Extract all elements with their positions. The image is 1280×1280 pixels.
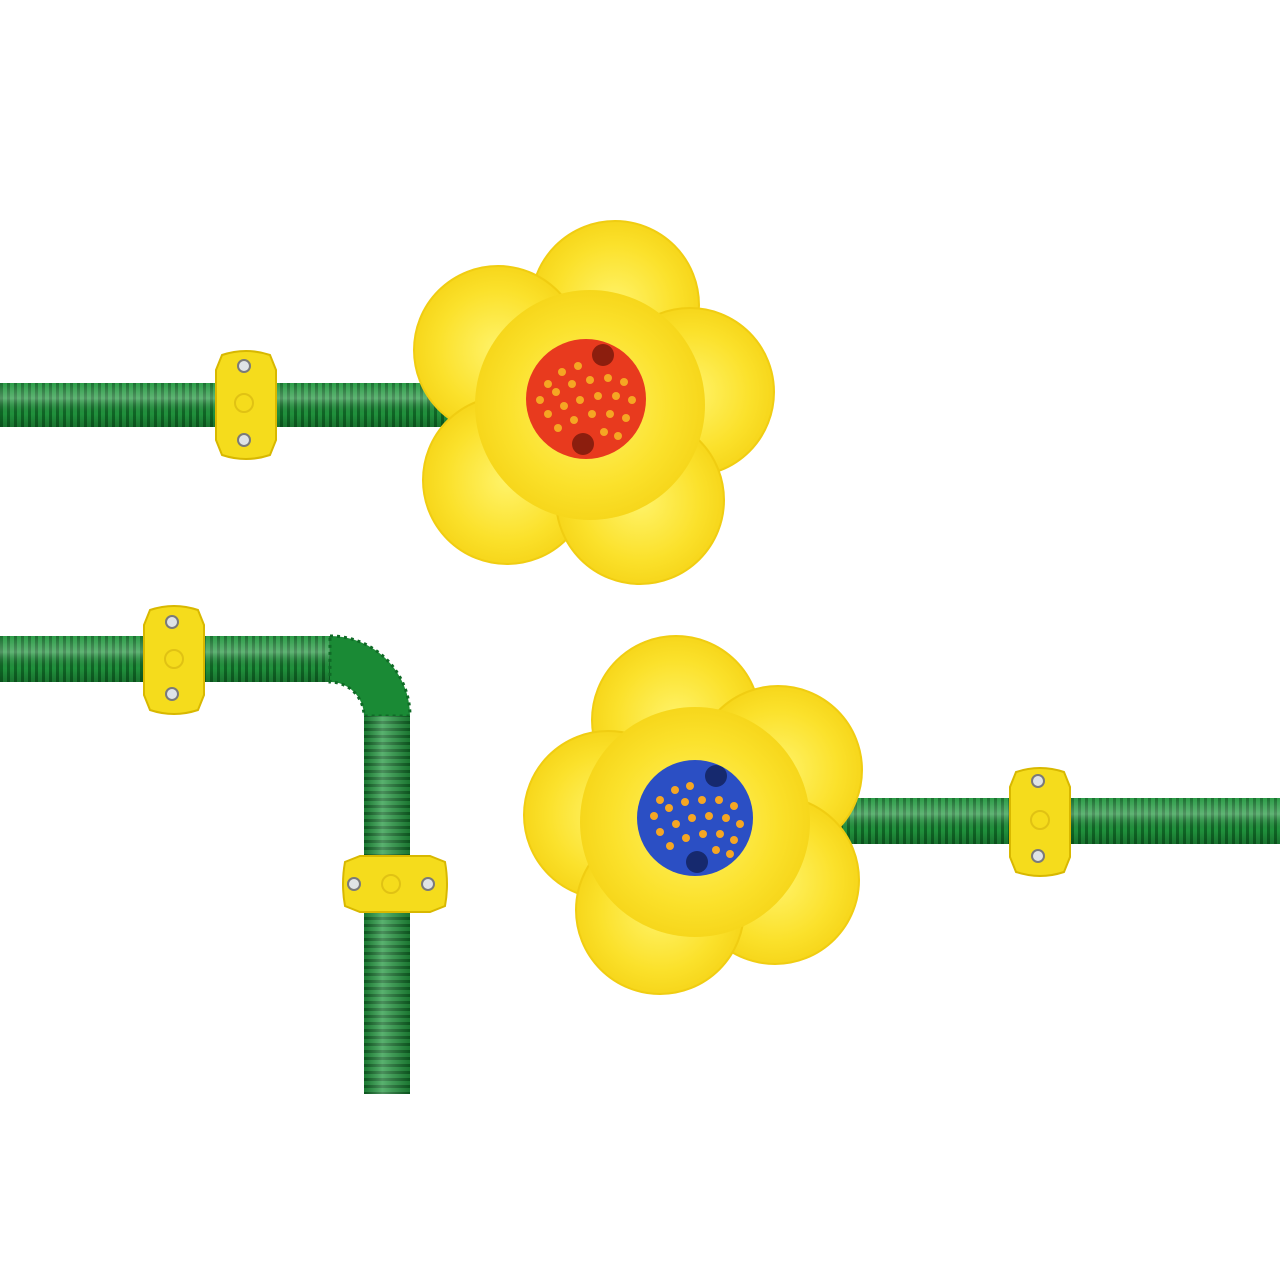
sprayer-head-red-icon [526, 339, 646, 459]
hose-clamp [1009, 767, 1071, 877]
hose-clamp [143, 605, 205, 715]
hose-clamp [215, 350, 277, 460]
sprayer-head-blue-icon [637, 760, 753, 876]
flower-sprinkler-bottom [523, 635, 863, 995]
hose-clamp [342, 855, 448, 913]
flower-sprinkler-top [413, 220, 775, 585]
